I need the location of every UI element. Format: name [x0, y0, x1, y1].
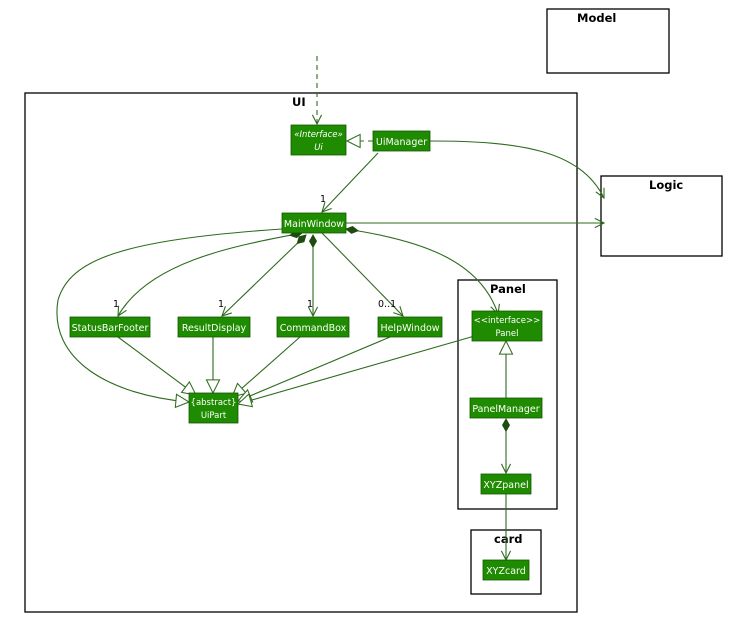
class-result-display: ResultDisplay: [177, 316, 251, 338]
class-command-box: CommandBox: [276, 316, 350, 338]
class-ui-part: {abstract} UiPart: [188, 392, 239, 424]
class-panel-interface: <<interface>> Panel: [471, 310, 543, 342]
multiplicity-labels: 1 1 1 1 0..1: [113, 194, 396, 310]
panel-inherits-uipart-edge: [238, 334, 479, 404]
ui-part-name: UiPart: [201, 411, 227, 421]
uimanager-to-logic-edge: [429, 140, 604, 198]
package-panel-title: Panel: [490, 282, 526, 296]
help-window-name: HelpWindow: [380, 323, 439, 334]
package-logic: Logic: [600, 175, 723, 257]
class-help-window: HelpWindow: [377, 316, 443, 338]
class-xyz-panel: XYZpanel: [480, 473, 532, 495]
multiplicity-helpwindow: 0..1: [378, 299, 396, 310]
multiplicity-commandbox: 1: [307, 299, 313, 310]
multiplicity-mainwindow: 1: [320, 194, 326, 205]
ui-interface-name: Ui: [314, 143, 323, 153]
edges: [56, 56, 604, 560]
commandbox-inherits-uipart-edge: [232, 336, 301, 397]
ui-manager-name: UiManager: [376, 137, 427, 148]
panel-manager-name: PanelManager: [472, 404, 539, 415]
package-ui-title: UI: [292, 95, 306, 109]
result-display-name: ResultDisplay: [182, 323, 247, 334]
helpwindow-inherits-uipart-edge: [238, 336, 391, 401]
command-box-name: CommandBox: [280, 323, 347, 334]
package-logic-title: Logic: [649, 178, 683, 192]
status-bar-footer-name: StatusBarFooter: [72, 323, 149, 334]
ui-interface-stereotype: «Interface»: [294, 130, 343, 140]
multiplicity-resultdisplay: 1: [218, 299, 224, 310]
class-ui-manager: UiManager: [372, 130, 431, 152]
panel-interface-stereotype: <<interface>>: [474, 316, 540, 326]
package-model-title: Model: [577, 11, 616, 25]
class-status-bar-footer: StatusBarFooter: [69, 316, 151, 338]
mainwindow-composes-panel-edge: [346, 229, 498, 314]
package-card-title: card: [494, 532, 522, 546]
xyz-panel-name: XYZpanel: [483, 480, 528, 491]
mainwindow-inherits-uipart-edge: [56, 228, 283, 402]
main-window-name: MainWindow: [284, 219, 344, 230]
xyz-card-name: XYZcard: [486, 566, 526, 577]
package-model: Model: [546, 8, 670, 74]
class-ui-interface: «Interface» Ui: [290, 124, 347, 156]
mainwindow-composes-resultdisplay-edge: [222, 235, 306, 316]
uimanager-to-mainwindow-edge: [322, 152, 379, 212]
class-panel-manager: PanelManager: [469, 397, 543, 419]
class-main-window: MainWindow: [281, 212, 347, 234]
class-xyz-card: XYZcard: [482, 559, 530, 581]
ui-part-stereotype: {abstract}: [191, 398, 237, 408]
panel-interface-name: Panel: [496, 329, 519, 339]
statusbarfooter-inherits-uipart-edge: [117, 336, 196, 395]
multiplicity-statusbarfooter: 1: [113, 299, 119, 310]
